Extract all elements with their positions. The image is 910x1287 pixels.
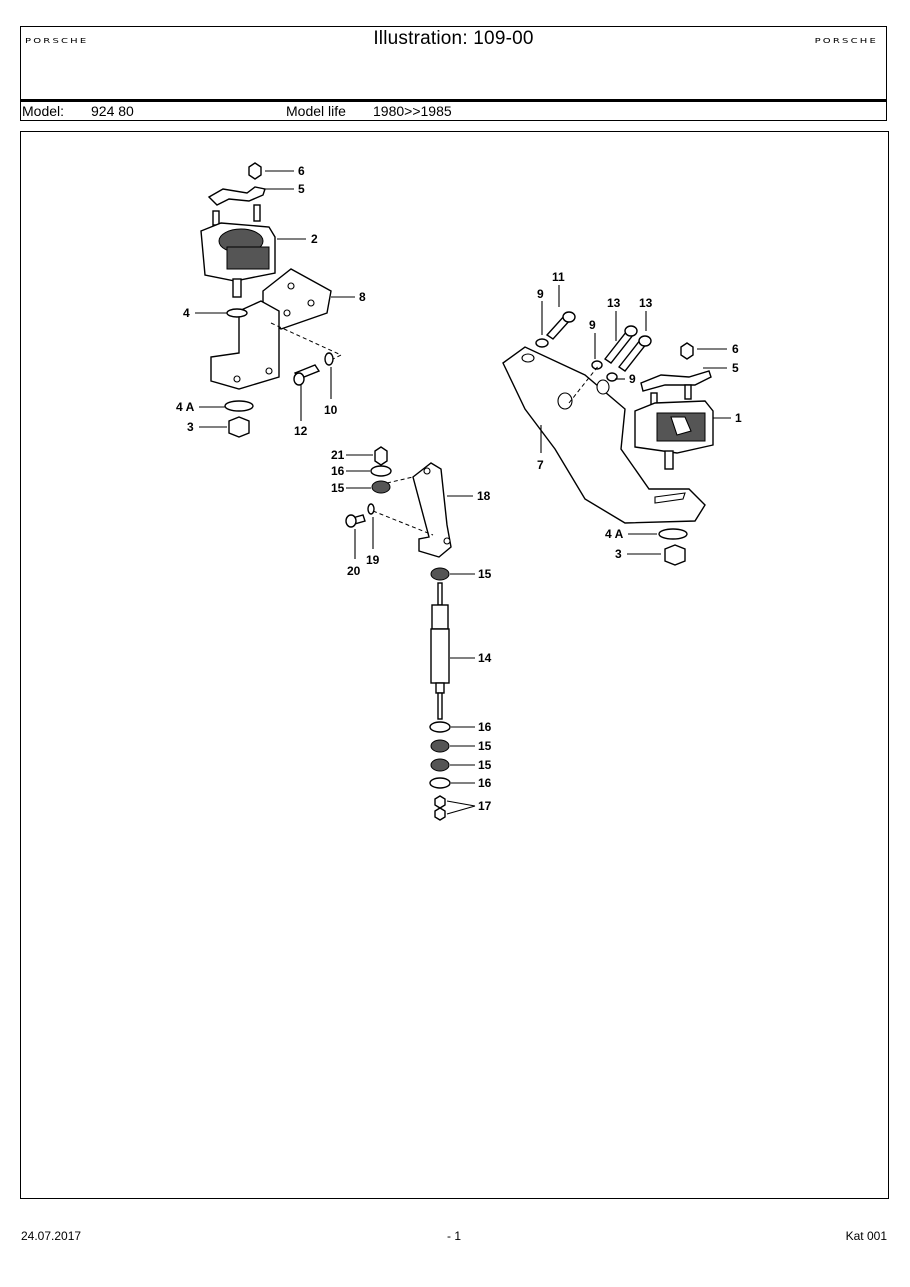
washer-icon: [606, 372, 618, 382]
washer-icon: [535, 338, 549, 348]
nut-icon: [680, 342, 694, 360]
callout-4A: 4 A: [176, 400, 195, 414]
callout-18: 18: [477, 489, 491, 503]
callout-13: 13: [639, 296, 653, 310]
rubber-bush-icon: [430, 758, 450, 772]
rubber-bush-icon: [430, 567, 450, 581]
rubber-bush-icon: [371, 480, 391, 494]
callout-20: 20: [347, 564, 361, 578]
support-arm-icon: [210, 300, 280, 390]
callout-21: 21: [331, 448, 345, 462]
callout-3: 3: [187, 420, 194, 434]
callout-17: 17: [478, 799, 492, 813]
callout-15: 15: [478, 739, 492, 753]
illustration-frame: 6 5 2 8 4 4 A 3 12 10: [20, 131, 889, 1199]
damper-body-icon: [431, 604, 449, 630]
stud-icon: [232, 278, 242, 298]
callout-8: 8: [359, 290, 366, 304]
washer-icon: [226, 308, 248, 318]
right-crossmember-assembly: 11 9 9 9 13 13 6 5 1 7 4 A 3: [502, 270, 742, 566]
stud-icon: [212, 210, 220, 226]
callout-4: 4: [183, 306, 190, 320]
spring-washer-icon: [367, 503, 375, 515]
nut-icon: [374, 446, 388, 466]
nut-icon: [248, 162, 262, 180]
callout-10: 10: [324, 403, 338, 417]
stud-icon: [253, 204, 261, 222]
bolt-head-icon: [345, 514, 357, 528]
washer-icon: [658, 528, 688, 540]
model-label: Model:: [22, 103, 65, 119]
nut-icon: [434, 807, 446, 821]
damper-rod-icon: [437, 582, 443, 606]
model-life-label: Model life: [286, 103, 346, 119]
callout-9: 9: [589, 318, 596, 332]
print-date: 24.07.2017: [21, 1229, 82, 1243]
callout-11: 11: [552, 270, 565, 284]
callout-6: 6: [732, 342, 739, 356]
callout-16: 16: [478, 720, 492, 734]
callout-15: 15: [331, 481, 345, 495]
model-value: 924 80: [91, 103, 134, 119]
nut-icon: [664, 544, 686, 566]
callout-3: 3: [615, 547, 622, 561]
crossmember-icon: [502, 346, 706, 524]
page-number: - 1: [447, 1229, 462, 1243]
callout-16: 16: [331, 464, 345, 478]
washer-icon: [591, 360, 603, 370]
bolt-head-icon: [562, 311, 576, 323]
callout-13: 13: [607, 296, 621, 310]
center-damper-assembly: 21 16 15 18 20 19 15 14 16 15 15 16 17: [331, 446, 492, 821]
callout-6: 6: [298, 164, 305, 178]
rubber-bush-icon: [430, 739, 450, 753]
nut-icon: [434, 795, 446, 809]
callout-5: 5: [298, 182, 305, 196]
exploded-parts-drawing: 6 5 2 8 4 4 A 3 12 10: [176, 162, 742, 821]
callout-4A: 4 A: [605, 527, 624, 541]
porsche-logo-left: PORSCHE: [25, 37, 89, 45]
bracket-plate-icon: [640, 370, 712, 392]
page-title: Illustration: 109-00: [373, 28, 534, 49]
bolt-head-icon: [638, 335, 652, 347]
callout-15: 15: [478, 758, 492, 772]
callout-16: 16: [478, 776, 492, 790]
washer-icon: [224, 400, 254, 412]
model-life-value: 1980>>1985: [373, 103, 452, 119]
left-mount-assembly: 6 5 2 8 4 4 A 3 12 10: [176, 162, 366, 438]
callout-19: 19: [366, 553, 380, 567]
callout-2: 2: [311, 232, 318, 246]
rubber-element-icon: [226, 246, 270, 270]
callout-5: 5: [732, 361, 739, 375]
spring-washer-icon: [324, 352, 334, 366]
callout-14: 14: [478, 651, 492, 665]
bolt-head-icon: [293, 372, 305, 386]
callout-9: 9: [537, 287, 544, 301]
callout-15: 15: [478, 567, 492, 581]
catalog-id: Kat 001: [845, 1229, 887, 1243]
damper-bracket-icon: [412, 462, 452, 558]
callout-9: 9: [629, 372, 636, 386]
callout-1: 1: [735, 411, 742, 425]
bolt-head-icon: [624, 325, 638, 337]
washer-icon: [429, 721, 451, 733]
washer-icon: [429, 777, 451, 789]
callout-7: 7: [537, 458, 544, 472]
damper-body-icon: [430, 628, 450, 684]
nut-icon: [228, 416, 250, 438]
header-divider: [21, 99, 886, 102]
header-box: PORSCHE Illustration: 109-00 PORSCHE Mod…: [20, 26, 887, 121]
bracket-plate-icon: [207, 186, 266, 206]
callout-12: 12: [294, 424, 308, 438]
porsche-logo-right: PORSCHE: [814, 37, 878, 45]
washer-icon: [370, 465, 392, 477]
